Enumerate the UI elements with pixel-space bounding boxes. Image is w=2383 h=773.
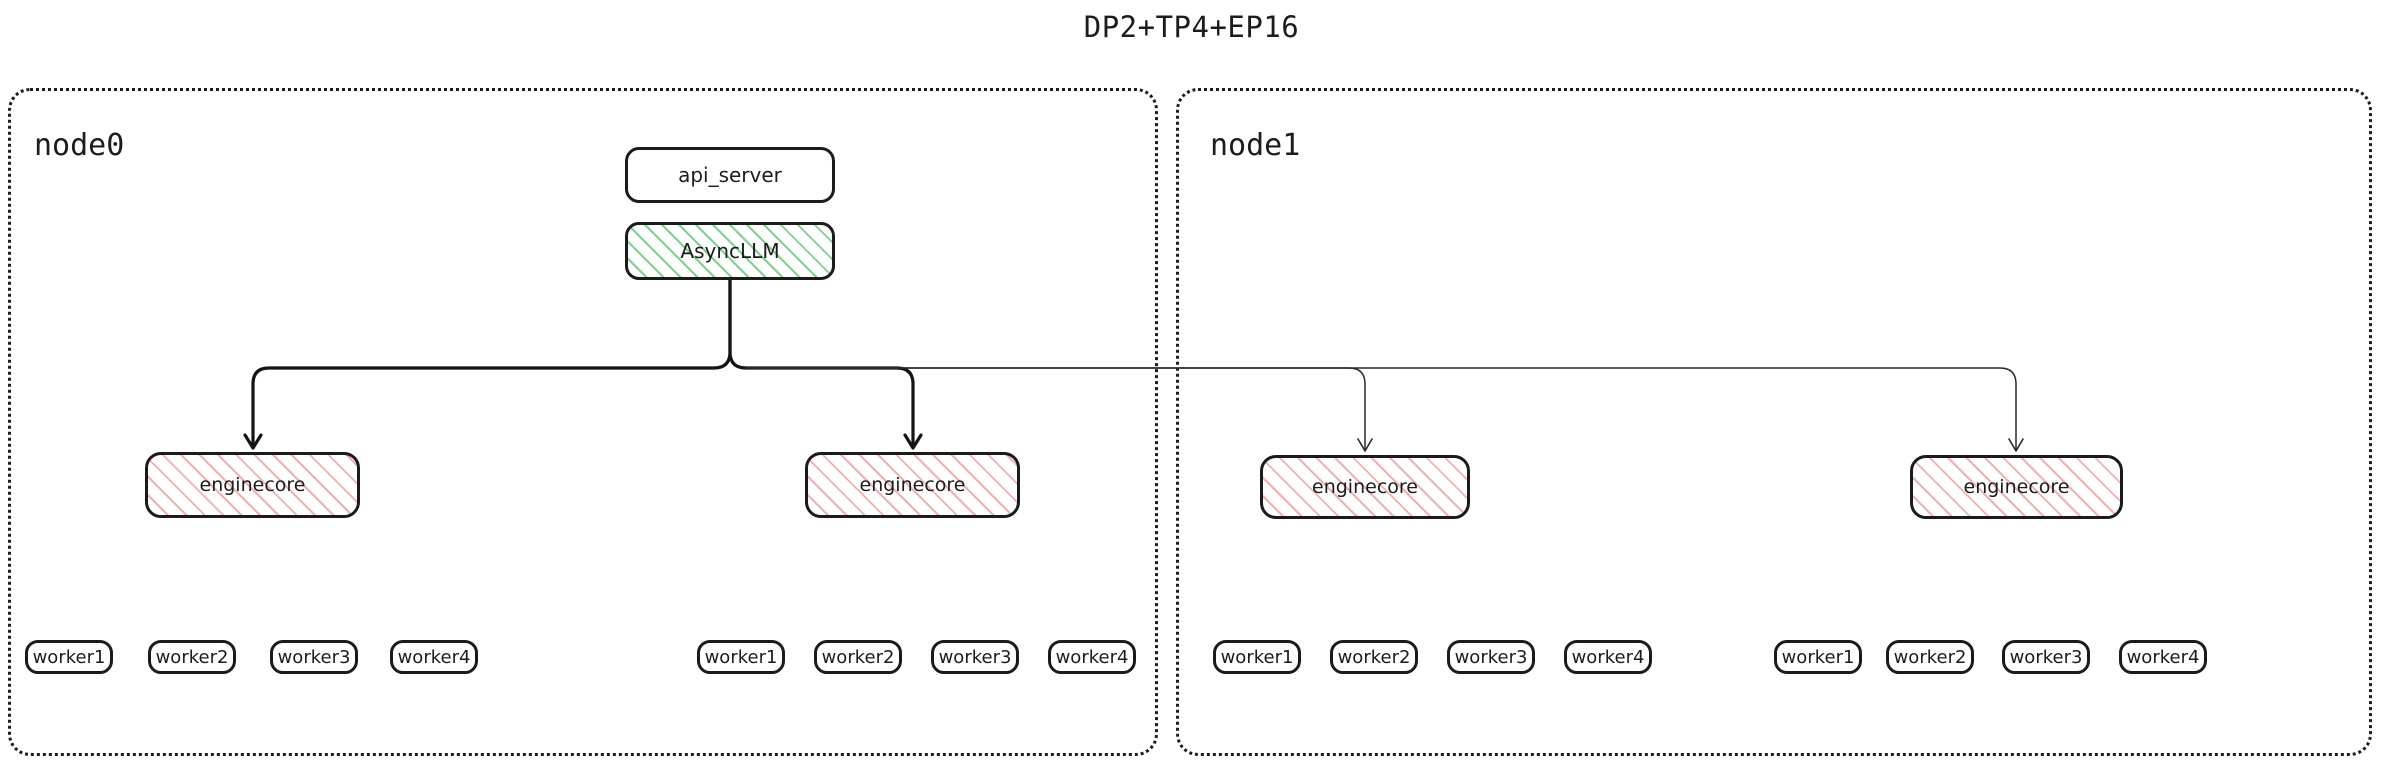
asyncllm-box-label: AsyncLLM (680, 239, 780, 263)
worker-box-wg0-2[interactable]: worker2 (148, 640, 236, 674)
enginecore-box-ec0-label: enginecore (199, 474, 306, 496)
enginecore-box-ec2[interactable]: enginecore (1260, 455, 1470, 519)
enginecore-box-ec3[interactable]: enginecore (1910, 455, 2123, 519)
enginecore-box-ec3-label: enginecore (1963, 476, 2070, 498)
worker-box-wg1-1-label: worker1 (704, 646, 778, 668)
worker-box-wg1-4-label: worker4 (1055, 646, 1129, 668)
worker-box-wg0-1-label: worker1 (32, 646, 106, 668)
node-label-node1: node1 (1210, 128, 1301, 163)
worker-box-wg2-2-label: worker2 (1337, 646, 1411, 668)
worker-box-wg2-1[interactable]: worker1 (1213, 640, 1301, 674)
worker-box-wg1-3[interactable]: worker3 (931, 640, 1019, 674)
worker-box-wg3-2[interactable]: worker2 (1886, 640, 1974, 674)
worker-box-wg3-4-label: worker4 (2126, 646, 2200, 668)
worker-box-wg0-4[interactable]: worker4 (390, 640, 478, 674)
worker-box-wg1-2-label: worker2 (821, 646, 895, 668)
worker-box-wg3-3-label: worker3 (2009, 646, 2083, 668)
asyncllm-box[interactable]: AsyncLLM (625, 222, 835, 280)
api-server-box[interactable]: api_server (625, 147, 835, 203)
worker-box-wg0-4-label: worker4 (397, 646, 471, 668)
node-label-node0: node0 (34, 128, 125, 163)
worker-box-wg3-4[interactable]: worker4 (2119, 640, 2207, 674)
worker-box-wg0-2-label: worker2 (155, 646, 229, 668)
worker-box-wg0-3-label: worker3 (277, 646, 351, 668)
enginecore-box-ec0[interactable]: enginecore (145, 452, 360, 518)
worker-box-wg1-4[interactable]: worker4 (1048, 640, 1136, 674)
worker-box-wg2-3-label: worker3 (1454, 646, 1528, 668)
worker-box-wg3-2-label: worker2 (1893, 646, 1967, 668)
worker-box-wg3-1-label: worker1 (1781, 646, 1855, 668)
worker-box-wg1-1[interactable]: worker1 (697, 640, 785, 674)
enginecore-box-ec1-label: enginecore (859, 474, 966, 496)
worker-box-wg2-4[interactable]: worker4 (1564, 640, 1652, 674)
enginecore-box-ec2-label: enginecore (1312, 476, 1418, 498)
worker-box-wg2-3[interactable]: worker3 (1447, 640, 1535, 674)
api-server-box-label: api_server (678, 163, 782, 187)
worker-box-wg3-3[interactable]: worker3 (2002, 640, 2090, 674)
worker-box-wg0-1[interactable]: worker1 (25, 640, 113, 674)
worker-box-wg2-1-label: worker1 (1220, 646, 1294, 668)
worker-box-wg2-2[interactable]: worker2 (1330, 640, 1418, 674)
worker-box-wg2-4-label: worker4 (1571, 646, 1645, 668)
worker-box-wg3-1[interactable]: worker1 (1774, 640, 1862, 674)
page-title: DP2+TP4+EP16 (1083, 10, 1300, 44)
worker-box-wg1-2[interactable]: worker2 (814, 640, 902, 674)
worker-box-wg1-3-label: worker3 (938, 646, 1012, 668)
enginecore-box-ec1[interactable]: enginecore (805, 452, 1020, 518)
worker-box-wg0-3[interactable]: worker3 (270, 640, 358, 674)
